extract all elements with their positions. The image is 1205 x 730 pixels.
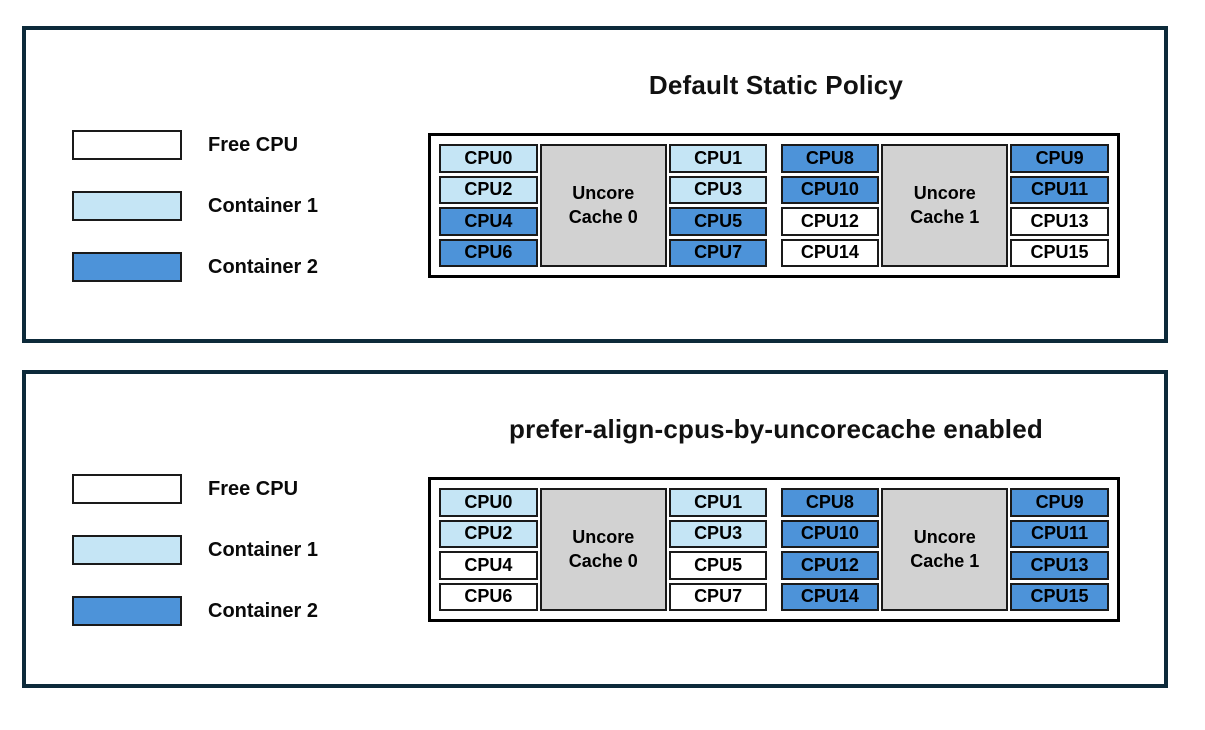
legend-item-container-2: Container 2 — [72, 252, 318, 282]
cpu-cell: CPU3 — [668, 519, 768, 548]
cpu-cell: CPU4 — [439, 551, 538, 580]
legend-swatch-container-1 — [72, 191, 182, 221]
legend-swatch-container-2 — [72, 596, 182, 626]
cpu-cell: CPU13 — [1010, 551, 1109, 580]
cpu-cell: CPU0 — [439, 488, 538, 517]
panel-title: Default Static Policy — [648, 70, 904, 100]
cpu-cell: CPU2 — [439, 175, 538, 204]
cpu-cell: CPU7 — [668, 582, 768, 611]
cpu-cell: CPU2 — [439, 519, 538, 548]
panel-title: prefer-align-cpus-by-uncorecache enabled — [509, 414, 1043, 444]
legend-swatch-container-1 — [72, 535, 182, 565]
uncore-cache-group-0: CPU0 CPU2 CPU4 CPU6 Uncore Cache 0 CPU1 … — [439, 144, 768, 267]
cpu-cell: CPU11 — [1010, 175, 1109, 204]
cpu-cell: CPU6 — [439, 582, 538, 611]
uncore-cache-group-1: CPU8 CPU10 CPU12 CPU14 Uncore Cache 1 CP… — [780, 144, 1110, 267]
uncore-cache-1-box: Uncore Cache 1 — [881, 144, 1009, 267]
uncore-cache-group-0: CPU0 CPU2 CPU4 CPU6 Uncore Cache 0 CPU1 … — [439, 488, 768, 611]
legend: Free CPU Container 1 Container 2 — [72, 474, 318, 626]
cpu-cell: CPU14 — [780, 238, 880, 267]
legend-label-container-1: Container 1 — [208, 538, 319, 561]
legend-swatch-free-cpu — [72, 474, 182, 504]
cpu-cell: CPU10 — [780, 519, 880, 548]
legend-item-free-cpu: Free CPU — [72, 130, 318, 160]
legend-label-container-2: Container 2 — [208, 599, 319, 622]
cpu-cell: CPU0 — [439, 144, 538, 173]
cpu-column-right: CPU9 CPU11 CPU13 CPU15 — [1010, 488, 1109, 611]
legend-swatch-container-2 — [72, 252, 182, 282]
legend-swatch-free-cpu — [72, 130, 182, 160]
cpu-cell: CPU9 — [1010, 144, 1109, 173]
cpu-topology-diagram: CPU0 CPU2 CPU4 CPU6 Uncore Cache 0 CPU1 … — [428, 477, 1120, 622]
default-static-policy-panel: Default Static Policy Free CPU Container… — [22, 26, 1168, 343]
cpu-cell: CPU9 — [1010, 488, 1109, 517]
cpu-column-left: CPU8 CPU10 CPU12 CPU14 — [780, 144, 880, 267]
uncorecache-policy-panel: prefer-align-cpus-by-uncorecache enabled… — [22, 370, 1168, 688]
legend-item-free-cpu: Free CPU — [72, 474, 318, 504]
cpu-cell: CPU6 — [439, 238, 538, 267]
legend-label-free-cpu: Free CPU — [208, 477, 299, 500]
cpu-cell: CPU14 — [780, 582, 880, 611]
cpu-column-left: CPU0 CPU2 CPU4 CPU6 — [439, 144, 538, 267]
cpu-cell: CPU15 — [1010, 582, 1109, 611]
cpu-column-left: CPU8 CPU10 CPU12 CPU14 — [780, 488, 880, 611]
cpu-cell: CPU12 — [780, 551, 880, 580]
cpu-column-left: CPU0 CPU2 CPU4 CPU6 — [439, 488, 538, 611]
legend-label-free-cpu: Free CPU — [208, 133, 299, 156]
cpu-cell: CPU13 — [1010, 207, 1109, 236]
legend-label-container-2: Container 2 — [208, 255, 319, 278]
cpu-column-right: CPU1 CPU3 CPU5 CPU7 — [668, 488, 768, 611]
cpu-cell: CPU1 — [668, 144, 768, 173]
cpu-cell: CPU1 — [668, 488, 768, 517]
cpu-cell: CPU3 — [668, 175, 768, 204]
cpu-cell: CPU8 — [780, 488, 880, 517]
cpu-cell: CPU10 — [780, 175, 880, 204]
legend-item-container-1: Container 1 — [72, 535, 318, 565]
cpu-cell: CPU4 — [439, 207, 538, 236]
uncore-cache-1-box: Uncore Cache 1 — [881, 488, 1009, 611]
cpu-column-right: CPU9 CPU11 CPU13 CPU15 — [1010, 144, 1109, 267]
cpu-column-right: CPU1 CPU3 CPU5 CPU7 — [668, 144, 768, 267]
cpu-cell: CPU8 — [780, 144, 880, 173]
cpu-cell: CPU15 — [1010, 238, 1109, 267]
cpu-topology-diagram: CPU0 CPU2 CPU4 CPU6 Uncore Cache 0 CPU1 … — [428, 133, 1120, 278]
cpu-cell: CPU5 — [668, 207, 768, 236]
cpu-cell: CPU12 — [780, 207, 880, 236]
legend-label-container-1: Container 1 — [208, 194, 319, 217]
legend-item-container-1: Container 1 — [72, 191, 318, 221]
cpu-cell: CPU5 — [668, 551, 768, 580]
uncore-cache-0-box: Uncore Cache 0 — [539, 144, 667, 267]
legend-item-container-2: Container 2 — [72, 596, 318, 626]
uncore-cache-group-1: CPU8 CPU10 CPU12 CPU14 Uncore Cache 1 CP… — [780, 488, 1110, 611]
uncore-cache-0-box: Uncore Cache 0 — [539, 488, 667, 611]
legend: Free CPU Container 1 Container 2 — [72, 130, 318, 282]
cpu-cell: CPU7 — [668, 238, 768, 267]
cpu-cell: CPU11 — [1010, 519, 1109, 548]
